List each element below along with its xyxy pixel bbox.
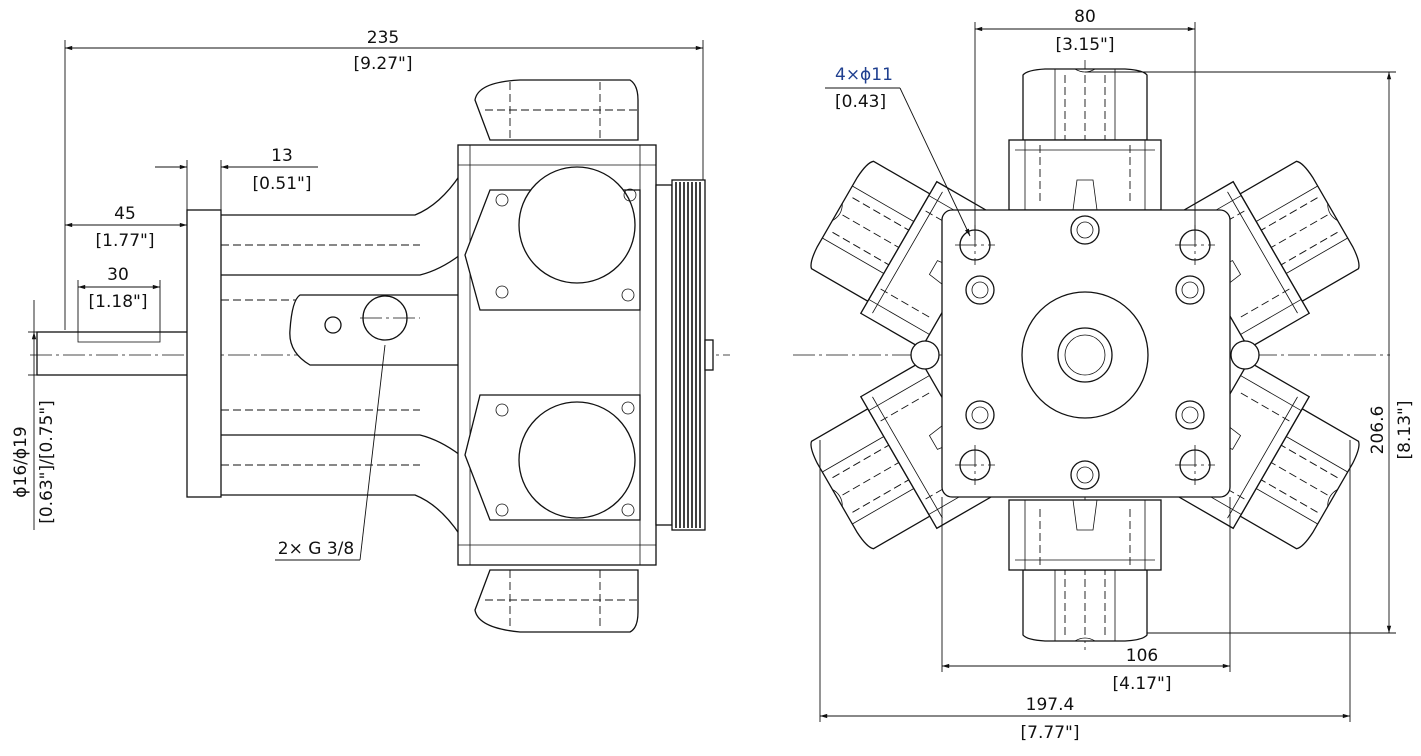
svg-text:13: 13 (271, 146, 293, 166)
svg-text:30: 30 (107, 265, 129, 285)
svg-text:4×ϕ11: 4×ϕ11 (835, 65, 893, 85)
svg-text:[7.77"]: [7.77"] (1021, 723, 1080, 743)
svg-text:[1.77"]: [1.77"] (96, 231, 155, 251)
dimension-overall-length: 235 [9.27"] (64, 28, 704, 330)
svg-text:45: 45 (114, 204, 136, 224)
ports-callout: 2× G 3/8 (275, 344, 386, 561)
mounting-holes (955, 225, 1215, 485)
svg-text:206.6: 206.6 (1368, 406, 1388, 455)
bolts (965, 215, 1205, 490)
svg-text:[4.17"]: [4.17"] (1113, 674, 1172, 694)
svg-text:2× G 3/8: 2× G 3/8 (278, 539, 354, 559)
cylinder-cover-bottom (518, 401, 636, 519)
center-boss (1021, 291, 1149, 419)
dimension-hole-spacing: 80 [3.15"] (974, 7, 1196, 240)
svg-text:235: 235 (367, 28, 399, 48)
shaft (36, 331, 190, 376)
svg-text:197.4: 197.4 (1026, 695, 1075, 715)
svg-text:ϕ16/ϕ19: ϕ16/ϕ19 (11, 426, 31, 497)
mounting-flange (186, 209, 222, 498)
holes-callout: 4×ϕ11 [0.43] (825, 65, 971, 237)
svg-text:[0.63"]/[0.75"]: [0.63"]/[0.75"] (37, 400, 57, 524)
svg-text:[9.27"]: [9.27"] (354, 54, 413, 74)
dimension-plate-width: 106 [4.17"] (941, 497, 1231, 694)
dimension-overall-height: 206.6 [8.13"] (1085, 71, 1415, 634)
svg-text:[0.43]: [0.43] (835, 92, 886, 112)
front-view (793, 60, 1390, 650)
svg-text:106: 106 (1126, 646, 1158, 666)
dimension-shaft-diameter: ϕ16/ϕ19 [0.63"]/[0.75"] (11, 300, 57, 530)
side-view (30, 79, 730, 633)
cylinders (798, 68, 1372, 642)
svg-text:80: 80 (1074, 7, 1096, 27)
svg-text:[0.51"]: [0.51"] (253, 174, 312, 194)
svg-text:[1.18"]: [1.18"] (89, 292, 148, 312)
mounting-plate (941, 209, 1231, 498)
svg-text:[8.13"]: [8.13"] (1395, 401, 1415, 460)
cylinder-cover-top (518, 166, 636, 284)
dimension-key-length: 30 [1.18"] (77, 265, 161, 332)
key (77, 331, 161, 343)
dimension-overall-width: 197.4 [7.77"] (819, 440, 1351, 743)
svg-text:[3.15"]: [3.15"] (1056, 35, 1115, 55)
dimension-flange-thickness: 13 [0.51"] (155, 146, 318, 210)
dimension-shaft-to-flange: 45 [1.77"] (64, 204, 187, 251)
